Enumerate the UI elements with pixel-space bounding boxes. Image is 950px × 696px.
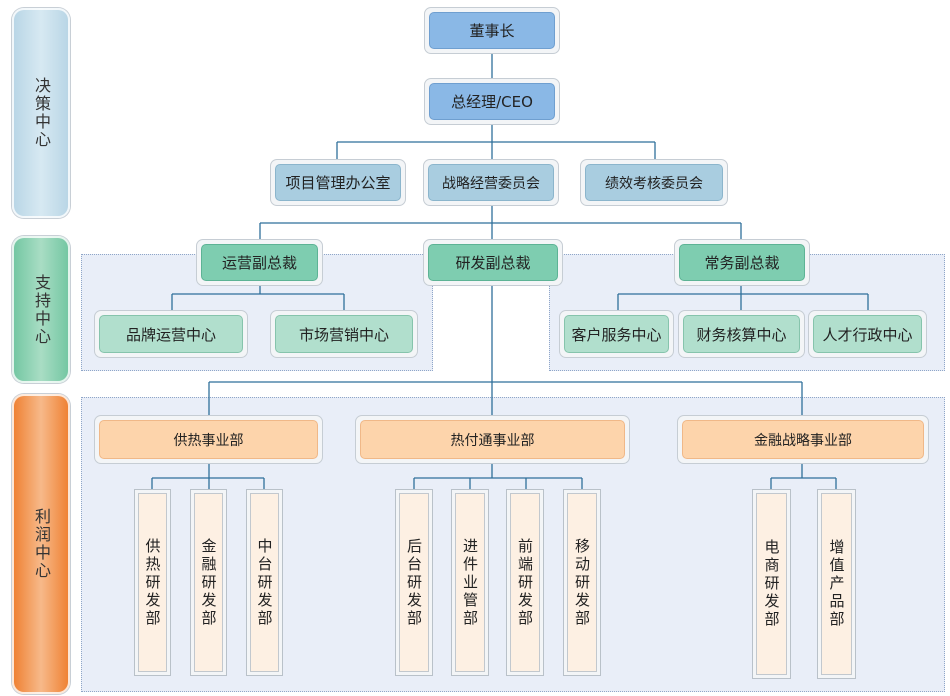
committee-pmo-node[interactable]: 项目管理办公室 [270,159,406,206]
division-finance-node[interactable]: 金融战略事业部 [677,415,929,464]
dept-middle-rnd[interactable]: 中台研发部 [246,489,283,676]
vp-label: 常务副总裁 [679,244,805,281]
center-hr-node[interactable]: 人才行政中心 [808,310,927,358]
dept-label: 电商研发部 [756,493,787,675]
chairman-label: 董事长 [429,12,555,49]
dept-label: 增值产品部 [821,493,852,675]
dept-label: 移动研发部 [567,493,597,672]
center-customer-node[interactable]: 客户服务中心 [559,310,674,358]
dept-intake-ops[interactable]: 进件业管部 [451,489,489,676]
division-heating-node[interactable]: 供热事业部 [94,415,323,464]
dept-frontend-rnd[interactable]: 前端研发部 [506,489,544,676]
support-center-label: 支持中心 [12,236,70,383]
vp-rnd-node[interactable]: 研发副总裁 [423,239,563,286]
division-label: 金融战略事业部 [682,420,924,459]
profit-center-label: 利润中心 [12,394,70,694]
dept-label: 后台研发部 [399,493,429,672]
ceo-label: 总经理/CEO [429,83,555,120]
decision-center-label: 决策中心 [12,8,70,218]
committee-label: 战略经营委员会 [428,164,554,201]
vp-label: 运营副总裁 [201,244,318,281]
vp-label: 研发副总裁 [428,244,558,281]
dept-label: 前端研发部 [510,493,540,672]
dept-heating-rnd[interactable]: 供热研发部 [134,489,171,676]
committee-performance-node[interactable]: 绩效考核委员会 [580,159,728,206]
dept-backend-rnd[interactable]: 后台研发部 [395,489,433,676]
center-label: 市场营销中心 [275,315,413,353]
chairman-node[interactable]: 董事长 [424,7,560,54]
vp-general-node[interactable]: 常务副总裁 [674,239,810,286]
dept-finance-rnd[interactable]: 金融研发部 [190,489,227,676]
dept-label: 中台研发部 [250,493,279,672]
committee-label: 绩效考核委员会 [585,164,723,201]
dept-label: 进件业管部 [455,493,485,672]
ceo-node[interactable]: 总经理/CEO [424,78,560,125]
center-label: 客户服务中心 [564,315,669,353]
dept-value-added[interactable]: 增值产品部 [817,489,856,679]
center-finance-node[interactable]: 财务核算中心 [678,310,805,358]
center-marketing-node[interactable]: 市场营销中心 [270,310,418,358]
dept-label: 供热研发部 [138,493,167,672]
division-refutong-node[interactable]: 热付通事业部 [355,415,630,464]
center-label: 人才行政中心 [813,315,922,353]
center-brand-node[interactable]: 品牌运营中心 [94,310,248,358]
center-label: 品牌运营中心 [99,315,243,353]
division-label: 供热事业部 [99,420,318,459]
dept-label: 金融研发部 [194,493,223,672]
vp-operations-node[interactable]: 运营副总裁 [196,239,323,286]
committee-strategy-node[interactable]: 战略经营委员会 [423,159,559,206]
dept-mobile-rnd[interactable]: 移动研发部 [563,489,601,676]
division-label: 热付通事业部 [360,420,625,459]
dept-ecommerce-rnd[interactable]: 电商研发部 [752,489,791,679]
center-label: 财务核算中心 [683,315,800,353]
committee-label: 项目管理办公室 [275,164,401,201]
